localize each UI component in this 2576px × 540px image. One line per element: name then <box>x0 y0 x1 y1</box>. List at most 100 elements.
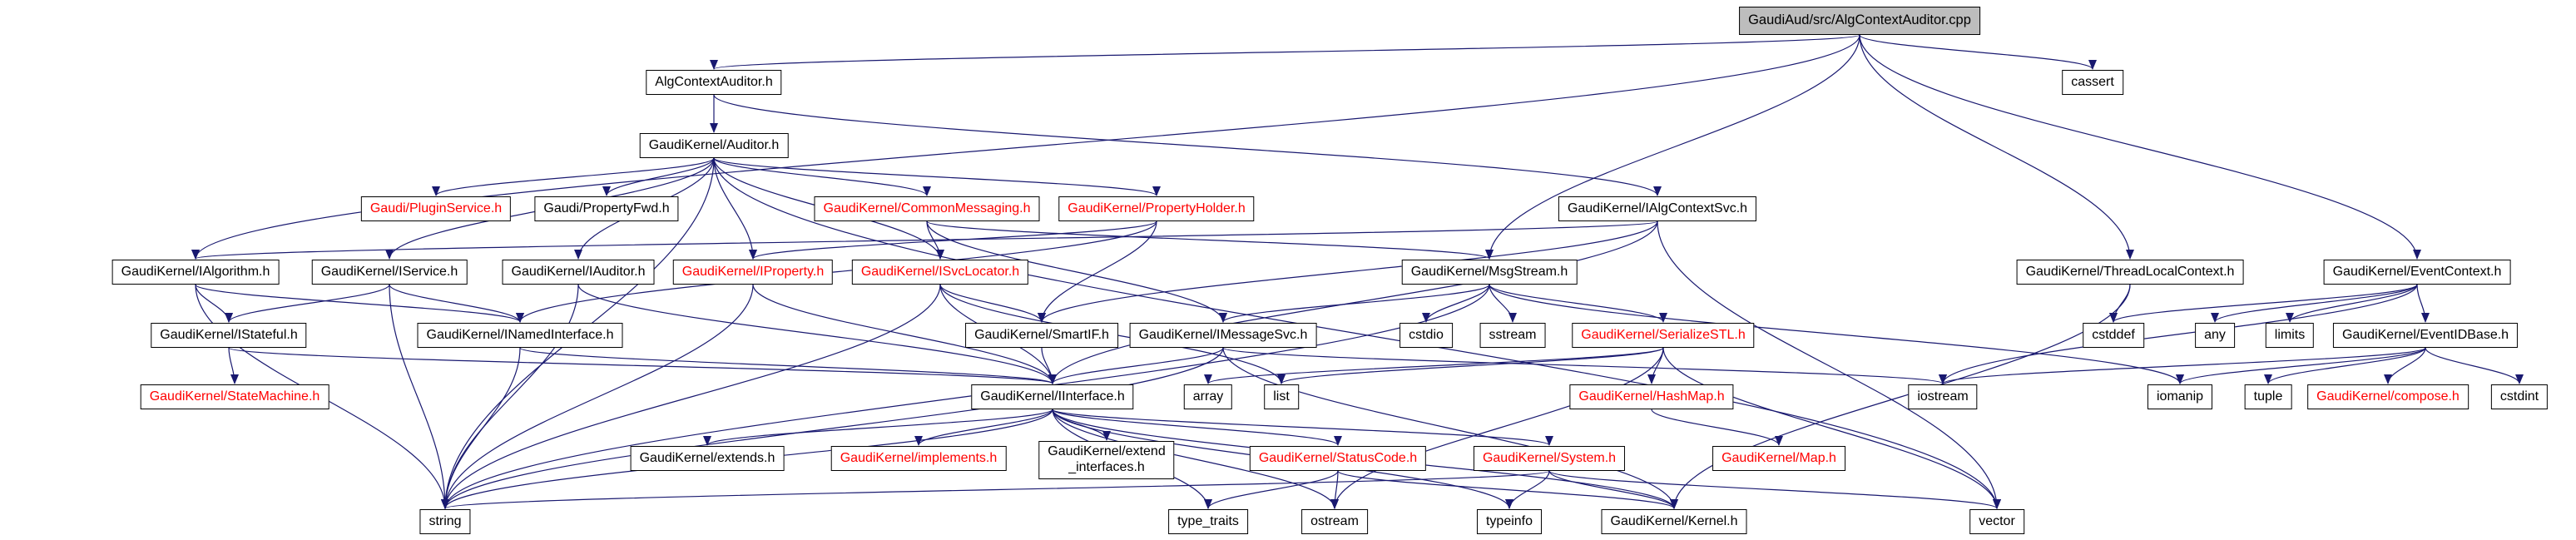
edge-system-to-typeinfo <box>1505 470 1550 509</box>
edge-iservice-to-istateful <box>225 284 390 323</box>
node-commonmessaging[interactable]: GaudiKernel/CommonMessaging.h <box>814 196 1040 221</box>
node-iostream: iostream <box>1908 384 1978 409</box>
node-smartif[interactable]: GaudiKernel/SmartIF.h <box>965 323 1118 348</box>
node-map[interactable]: GaudiKernel/Map.h <box>1712 446 1845 471</box>
edge-serializestl-to-array <box>1204 347 1664 384</box>
node-type_traits: type_traits <box>1168 509 1248 534</box>
node-sstream: sstream <box>1479 323 1546 348</box>
edge-ialgorithm-to-inamedinterface <box>195 284 524 323</box>
node-threadlocal[interactable]: GaudiKernel/ThreadLocalContext.h <box>2016 260 2244 285</box>
edge-isvclocator-to-smartif <box>939 284 1046 323</box>
edge-propertyholder-to-smartif <box>1038 220 1157 323</box>
edge-msgstream-to-cstdio <box>1422 284 1490 323</box>
edge-inamedinterface-to-string <box>441 347 521 509</box>
edge-iservice-to-inamedinterface <box>389 284 524 323</box>
edge-eventcontext-to-limits <box>2286 284 2418 323</box>
edge-istateful-to-iinterface <box>228 347 1057 384</box>
node-system[interactable]: GaudiKernel/System.h <box>1473 446 1626 471</box>
edge-msgstream-to-imessagesvc <box>1219 284 1490 323</box>
edge-statuscode-to-kernel <box>1337 470 1678 509</box>
edge-commonmessaging-to-msgstream <box>926 220 1494 260</box>
node-ialgcontextsvc[interactable]: GaudiKernel/IAlgContextSvc.h <box>1558 196 1757 221</box>
node-auditor_h[interactable]: GaudiKernel/Auditor.h <box>639 133 789 158</box>
node-ialgorithm[interactable]: GaudiKernel/IAlgorithm.h <box>111 260 280 285</box>
node-kernel[interactable]: GaudiKernel/Kernel.h <box>1601 509 1747 534</box>
edge-ialgcontextsvc-to-smartif <box>1038 220 1658 323</box>
edge-algctxaud_h-to-ialgcontextsvc <box>713 94 1662 196</box>
node-istateful[interactable]: GaudiKernel/IStateful.h <box>151 323 307 348</box>
edge-serializestl-to-vector <box>1662 347 2001 509</box>
edge-msgstream-to-sstream <box>1489 284 1517 323</box>
node-cstddef: cstddef <box>2083 323 2144 348</box>
node-cassert: cassert <box>2062 70 2123 95</box>
edge-auditor_h-to-iproperty <box>713 157 757 260</box>
node-any: any <box>2195 323 2235 348</box>
node-iservice[interactable]: GaudiKernel/IService.h <box>311 260 468 285</box>
edge-eventidbase-to-iostream <box>1939 347 2426 384</box>
node-eventcontext[interactable]: GaudiKernel/EventContext.h <box>2323 260 2511 285</box>
node-limits: limits <box>2265 323 2315 348</box>
node-iproperty[interactable]: GaudiKernel/IProperty.h <box>672 260 834 285</box>
edge-inamedinterface-to-iinterface <box>519 347 1057 384</box>
node-msgstream[interactable]: GaudiKernel/MsgStream.h <box>1401 260 1578 285</box>
node-implements[interactable]: GaudiKernel/implements.h <box>830 446 1007 471</box>
edge-eventcontext-to-cstddef <box>2109 284 2418 323</box>
node-iauditor[interactable]: GaudiKernel/IAuditor.h <box>502 260 655 285</box>
node-pluginservice[interactable]: Gaudi/PluginService.h <box>360 196 512 221</box>
edge-eventidbase-to-iomanip <box>2176 347 2426 384</box>
node-cstdint: cstdint <box>2490 384 2549 409</box>
edge-auditor_h-to-propertyholder <box>713 157 1161 196</box>
edge-msgstream-to-string <box>441 284 1490 509</box>
node-list: list <box>1264 384 1299 409</box>
edge-system-to-string <box>441 470 1550 509</box>
edge-ialgcontextsvc-to-vector <box>1657 220 2001 509</box>
edge-iservice-to-string <box>389 284 449 509</box>
edge-iinterface-to-implements <box>914 409 1053 446</box>
node-extend_interfaces[interactable]: GaudiKernel/extend _interfaces.h <box>1038 441 1175 479</box>
edge-eventidbase-to-compose <box>2384 347 2426 384</box>
node-imessagesvc[interactable]: GaudiKernel/IMessageSvc.h <box>1129 323 1317 348</box>
node-iinterface[interactable]: GaudiKernel/IInterface.h <box>971 384 1134 409</box>
edge-imessagesvc-to-iinterface <box>1048 347 1224 384</box>
edge-eventcontext-to-any <box>2211 284 2418 323</box>
edge-iinterface-to-statuscode <box>1052 409 1342 446</box>
edge-isvclocator-to-string <box>441 284 941 509</box>
node-eventidbase[interactable]: GaudiKernel/EventIDBase.h <box>2332 323 2519 348</box>
node-statemachine[interactable]: GaudiKernel/StateMachine.h <box>140 384 329 409</box>
edge-eventcontext-to-iostream <box>1939 284 2418 384</box>
node-isvclocator[interactable]: GaudiKernel/ISvcLocator.h <box>851 260 1029 285</box>
node-propertyholder[interactable]: GaudiKernel/PropertyHolder.h <box>1058 196 1255 221</box>
node-inamedinterface[interactable]: GaudiKernel/INamedInterface.h <box>417 323 623 348</box>
edge-system-to-kernel <box>1548 470 1678 509</box>
edge-statuscode-to-type_traits <box>1204 470 1339 509</box>
edge-imessagesvc-to-string <box>441 347 1224 509</box>
node-propertyfwd[interactable]: Gaudi/PropertyFwd.h <box>534 196 679 221</box>
node-vector: vector <box>1969 509 2024 534</box>
node-statuscode[interactable]: GaudiKernel/StatusCode.h <box>1249 446 1427 471</box>
edge-auditor_h-to-commonmessaging <box>713 157 931 196</box>
edge-system-to-vector <box>1548 470 2001 509</box>
edge-cpp-to-ialgorithm <box>191 34 1860 260</box>
node-algctxaud_h[interactable]: AlgContextAuditor.h <box>646 70 782 95</box>
node-serializestl[interactable]: GaudiKernel/SerializeSTL.h <box>1572 323 1755 348</box>
edge-cpp-to-algctxaud_h <box>710 34 1860 70</box>
node-iomanip: iomanip <box>2147 384 2213 409</box>
edge-auditor_h-to-pluginservice <box>432 157 715 196</box>
node-compose[interactable]: GaudiKernel/compose.h <box>2307 384 2469 409</box>
node-typeinfo: typeinfo <box>1476 509 1543 534</box>
edge-iinterface-to-system <box>1052 409 1553 446</box>
node-hashmap[interactable]: GaudiKernel/HashMap.h <box>1569 384 1734 409</box>
node-string: string <box>419 509 471 534</box>
edge-imessagesvc-to-kernel <box>1222 347 1678 509</box>
edge-istateful-to-statemachine <box>228 347 239 384</box>
node-extends[interactable]: GaudiKernel/extends.h <box>630 446 785 471</box>
node-array: array <box>1183 384 1233 409</box>
edge-imessagesvc-to-iostream <box>1222 347 1947 384</box>
edge-cpp-to-threadlocal <box>1859 34 2134 260</box>
node-tuple: tuple <box>2244 384 2292 409</box>
edge-iproperty-to-string <box>441 284 754 509</box>
edge-serializestl-to-list <box>1277 347 1664 384</box>
edge-cpp-to-cassert <box>1859 34 2097 70</box>
edge-threadlocal-to-kernel <box>1670 284 2131 509</box>
